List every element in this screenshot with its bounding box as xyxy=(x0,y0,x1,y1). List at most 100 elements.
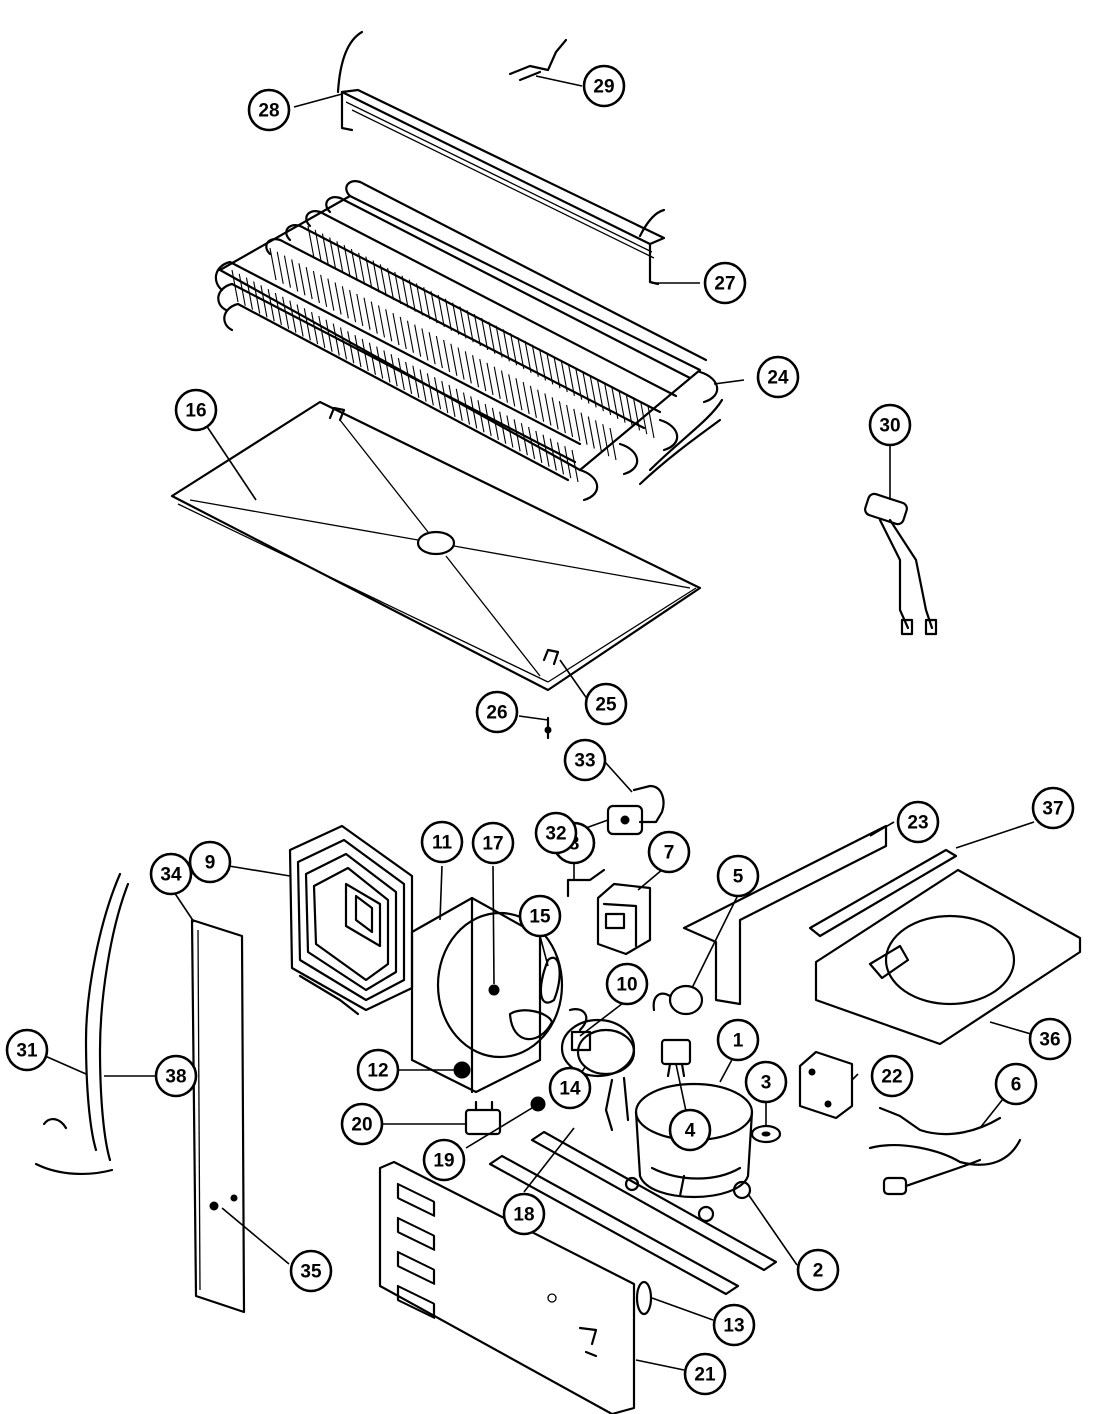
callout-circle xyxy=(289,1249,333,1293)
callout-number: 1 xyxy=(733,1031,744,1052)
callout-19: 19 xyxy=(422,1138,466,1182)
callout-number: 14 xyxy=(559,1079,581,1100)
callout-circle xyxy=(716,854,760,898)
callout-2: 2 xyxy=(796,1248,840,1292)
callout-circle xyxy=(868,403,912,447)
callout-circle xyxy=(605,962,649,1006)
base-rail xyxy=(488,1130,778,1296)
callout-number: 20 xyxy=(351,1115,372,1136)
callout-number: 38 xyxy=(165,1067,186,1088)
callout-circle xyxy=(703,261,747,305)
callout-30: 30 xyxy=(868,403,912,447)
callout-4: 4 xyxy=(668,1108,712,1152)
callout-number: 31 xyxy=(16,1041,38,1062)
overload-5 xyxy=(652,984,704,1016)
callout-32: 32 xyxy=(534,811,578,855)
callout-36: 36 xyxy=(1028,1017,1072,1061)
callout-circle xyxy=(683,1352,727,1396)
evaporator-coil xyxy=(214,180,724,502)
callout-28: 28 xyxy=(247,88,291,132)
callout-7: 7 xyxy=(647,830,691,874)
side-panel-34 xyxy=(190,918,246,1314)
callout-3: 3 xyxy=(744,1060,788,1104)
evaporator-drain-pan xyxy=(170,400,702,692)
callout-circle xyxy=(518,894,562,938)
callout-circle xyxy=(1028,1017,1072,1061)
callout-number: 17 xyxy=(482,834,503,855)
callout-9: 9 xyxy=(188,840,232,884)
callout-16: 16 xyxy=(174,388,218,432)
callout-number: 12 xyxy=(367,1061,388,1082)
callout-35: 35 xyxy=(289,1249,333,1293)
callout-circle xyxy=(149,852,193,896)
callout-number: 32 xyxy=(545,824,566,845)
fan-shroud-11 xyxy=(410,896,564,1094)
callout-circle xyxy=(247,88,291,132)
callout-24: 24 xyxy=(756,355,800,399)
gasket-13 xyxy=(635,1280,653,1316)
callout-circle xyxy=(716,1018,760,1062)
callout-number: 29 xyxy=(593,77,614,98)
callout-number: 5 xyxy=(733,867,744,888)
callout-circle xyxy=(154,1054,198,1098)
compressor-1 xyxy=(634,1082,754,1198)
callout-6: 6 xyxy=(994,1062,1038,1106)
callout-circle xyxy=(584,682,628,726)
callout-circle xyxy=(422,1138,466,1182)
callout-circle xyxy=(1031,786,1075,830)
condenser-coil-9 xyxy=(288,824,414,1016)
callout-38: 38 xyxy=(154,1054,198,1098)
callout-number: 27 xyxy=(714,274,735,295)
callout-circle xyxy=(647,830,691,874)
callout-circle xyxy=(712,1303,756,1347)
callout-number: 18 xyxy=(513,1205,534,1226)
callout-15: 15 xyxy=(518,894,562,938)
callout-circle xyxy=(668,1108,712,1152)
grommet-19 xyxy=(530,1096,546,1112)
rail-37 xyxy=(808,848,958,938)
callout-number: 7 xyxy=(664,843,675,864)
callout-circle xyxy=(582,64,626,108)
callout-circle xyxy=(896,800,940,844)
callout-number: 28 xyxy=(258,101,279,122)
callout-number: 16 xyxy=(185,401,206,422)
access-panel-21 xyxy=(378,1160,636,1414)
relay-7 xyxy=(596,882,652,956)
callout-number: 37 xyxy=(1042,799,1063,820)
callout-number: 21 xyxy=(694,1365,716,1386)
fan-motor-14 xyxy=(560,1018,636,1132)
drain-clip xyxy=(544,716,552,740)
fan-blade-15 xyxy=(508,956,588,1041)
callout-14: 14 xyxy=(548,1066,592,1110)
callout-circle xyxy=(744,1060,788,1104)
callout-number: 4 xyxy=(685,1121,696,1142)
callout-number: 33 xyxy=(574,751,595,772)
callout-number: 6 xyxy=(1011,1075,1022,1096)
callout-circle xyxy=(548,1066,592,1110)
callout-circle xyxy=(174,388,218,432)
callout-circle xyxy=(502,1192,546,1236)
callout-21: 21 xyxy=(683,1352,727,1396)
callout-37: 37 xyxy=(1031,786,1075,830)
callout-29: 29 xyxy=(582,64,626,108)
callout-26: 26 xyxy=(475,690,519,734)
callout-22: 22 xyxy=(870,1054,914,1098)
drain-pan-36 xyxy=(814,868,1082,1046)
callout-circle xyxy=(563,738,607,782)
bracket-33 xyxy=(632,784,665,824)
callout-25: 25 xyxy=(584,682,628,726)
defrost-thermostat xyxy=(864,492,938,636)
callout-circle xyxy=(188,840,232,884)
callout-13: 13 xyxy=(712,1303,756,1347)
terminal-cover-4 xyxy=(660,1038,692,1078)
callout-number: 30 xyxy=(879,416,900,437)
callout-number: 34 xyxy=(160,865,182,886)
callout-circle xyxy=(534,811,578,855)
callout-number: 24 xyxy=(767,368,789,389)
callout-number: 19 xyxy=(433,1151,454,1172)
callout-20: 20 xyxy=(340,1102,384,1146)
grommet-12 xyxy=(453,1061,471,1079)
callout-circle xyxy=(994,1062,1038,1106)
callout-31: 31 xyxy=(5,1028,49,1072)
